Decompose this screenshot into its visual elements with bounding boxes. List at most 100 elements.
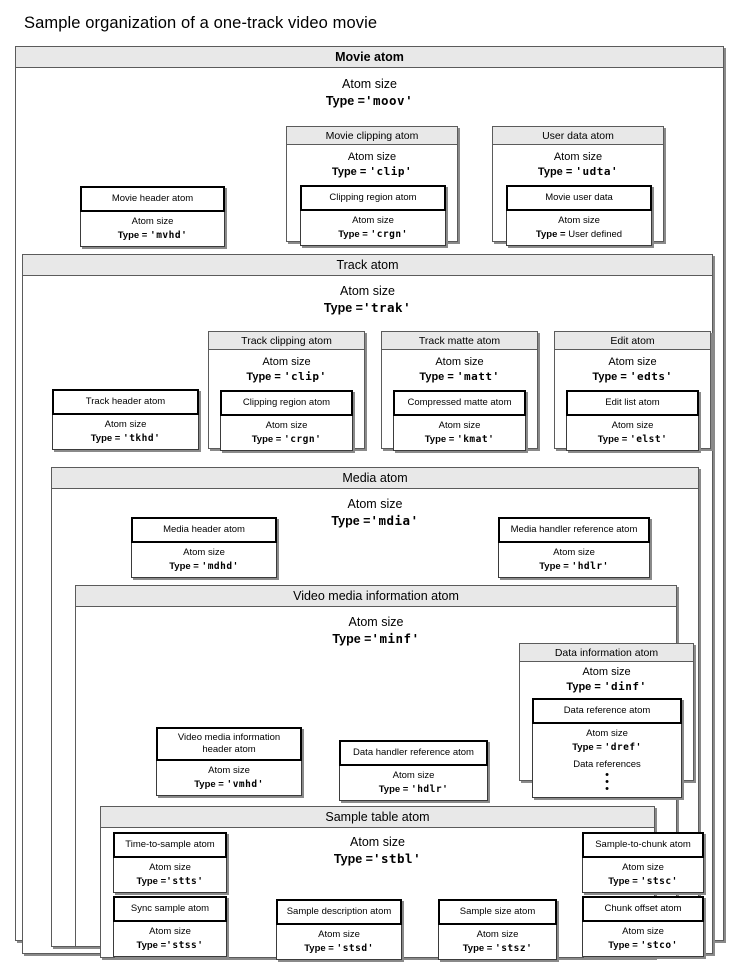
movie-user-data-atom[interactable]: Movie user data Atom size Type = User de…	[506, 185, 652, 246]
sample-description-atom[interactable]: Sample description atom Atom size Type =…	[276, 899, 402, 960]
sample-table-atom-type-value: 'stbl'	[372, 850, 422, 866]
compressed-matte-atom[interactable]: Compressed matte atom Atom size Type = '…	[393, 390, 526, 451]
track-matte-atom-type-value: 'matt'	[456, 369, 500, 383]
vmhd-type-label: Type =	[194, 778, 227, 790]
track-header-atom-title: Track header atom	[52, 389, 199, 415]
track-matte-atom-size: Atom size	[435, 356, 484, 368]
sample-to-chunk-atom-size: Atom size	[622, 862, 664, 873]
track-clipping-atom-type-value: 'clip'	[283, 369, 327, 383]
clipping-region-atom-track-type-label: Type =	[251, 433, 284, 445]
data-handler-reference-atom-size: Atom size	[392, 770, 435, 781]
data-information-atom-size: Atom size	[582, 666, 631, 678]
movie-atom-body: Atom size Type = 'moov' Movie header atom…	[16, 68, 723, 960]
movie-header-atom[interactable]: Movie header atom Atom size Type = 'mvhd…	[80, 186, 225, 247]
sample-size-atom[interactable]: Sample size atom Atom size Type = 'stsz'	[438, 899, 557, 960]
media-header-atom-size: Atom size	[183, 547, 225, 558]
vertical-ellipsis-icon: •••	[605, 768, 609, 795]
data-reference-atom[interactable]: Data reference atom Atom size Type = 'dr…	[532, 698, 682, 798]
clipping-region-atom-movie-size: Atom size	[352, 215, 394, 226]
track-header-atom-type-label: Type =	[90, 432, 123, 444]
sample-description-atom-type-value: 'stsd'	[336, 942, 374, 954]
movie-clipping-atom-sizetype: Atom size Type = 'clip'	[287, 150, 457, 179]
track-matte-atom-type-label: Type =	[419, 370, 457, 383]
track-header-atom[interactable]: Track header atom Atom size Type = 'tkhd…	[52, 389, 199, 450]
sample-size-atom-type-value: 'stsz'	[494, 942, 533, 954]
movie-header-atom-type-label: Type =	[117, 229, 150, 241]
media-handler-reference-atom[interactable]: Media handler reference atom Atom size T…	[498, 517, 650, 578]
video-media-information-header-atom-title: Video media information header atom	[156, 727, 302, 761]
time-to-sample-atom-title: Time-to-sample atom	[113, 832, 227, 858]
clipping-region-atom-movie-type-value: 'crgn'	[370, 228, 408, 240]
vmhd-title-line2: header atom	[202, 744, 256, 755]
sample-description-atom-title: Sample description atom	[276, 899, 402, 925]
time-to-sample-atom[interactable]: Time-to-sample atom Atom size Type ='stt…	[113, 832, 227, 893]
movie-user-data-atom-type-label: Type =	[535, 228, 569, 240]
chunk-offset-atom[interactable]: Chunk offset atom Atom size Type = 'stco…	[582, 896, 704, 957]
edit-list-atom-title: Edit list atom	[566, 390, 699, 416]
time-to-sample-atom-type-label: Type =	[136, 875, 167, 887]
user-data-atom-header: User data atom	[493, 127, 663, 145]
movie-clipping-atom-type-label: Type =	[331, 165, 370, 178]
video-media-information-atom-size: Atom size	[348, 615, 404, 629]
sample-size-atom-size: Atom size	[476, 929, 519, 940]
track-clipping-atom-size: Atom size	[262, 356, 311, 368]
compressed-matte-atom-type-value: 'kmat'	[456, 433, 495, 445]
data-handler-reference-atom-type-value: 'hdlr'	[410, 783, 449, 795]
time-to-sample-atom-size: Atom size	[149, 862, 191, 873]
track-clipping-atom-sizetype: Atom size Type = 'clip'	[209, 355, 364, 384]
edit-atom-sizetype: Atom size Type = 'edts'	[555, 355, 710, 384]
media-handler-reference-atom-type-label: Type =	[539, 560, 572, 572]
media-atom-type-value: 'mdia'	[370, 512, 419, 528]
track-atom-size: Atom size	[340, 284, 395, 298]
data-handler-reference-atom-type-label: Type =	[378, 783, 411, 795]
media-header-atom[interactable]: Media header atom Atom size Type = 'mdhd…	[131, 517, 277, 578]
sample-to-chunk-atom[interactable]: Sample-to-chunk atom Atom size Type = 's…	[582, 832, 704, 893]
clipping-region-atom-track-title: Clipping region atom	[220, 390, 353, 416]
clipping-region-atom-movie-type-label: Type =	[338, 228, 371, 240]
edit-atom-container: Edit atom Atom size Type = 'edts' Edit l…	[554, 331, 711, 451]
track-matte-atom-container: Track matte atom Atom size Type = 'matt'…	[381, 331, 538, 451]
user-data-atom-type-label: Type =	[537, 165, 576, 178]
data-information-atom-type-label: Type =	[566, 680, 604, 693]
media-atom-container: Media atom Atom size Type ='mdia' Media …	[51, 467, 704, 960]
video-media-information-atom-header: Video media information atom	[76, 586, 676, 607]
compressed-matte-atom-type-label: Type =	[424, 433, 457, 445]
track-header-atom-size: Atom size	[104, 419, 147, 430]
movie-header-atom-body: Atom size Type = 'mvhd'	[80, 212, 225, 247]
sample-description-atom-type-label: Type =	[304, 942, 337, 954]
sync-sample-atom-type-value: 'stss'	[166, 939, 204, 951]
sample-table-atom-type-label: Type =	[333, 851, 373, 866]
clipping-region-atom-track-size: Atom size	[265, 420, 308, 431]
sample-to-chunk-atom-type-value: 'stsc'	[640, 875, 678, 887]
edit-list-atom-type-label: Type =	[597, 433, 630, 445]
track-atom-header: Track atom	[23, 255, 712, 276]
movie-atom-type-value: 'moov'	[364, 92, 414, 108]
sample-table-atom-container: Sample table atom Atom size Type ='stbl'	[100, 806, 704, 960]
chunk-offset-atom-size: Atom size	[622, 926, 664, 937]
vmhd-size: Atom size	[208, 765, 250, 776]
user-data-atom-type-value: 'udta'	[575, 164, 619, 178]
chunk-offset-atom-type-value: 'stco'	[640, 939, 678, 951]
video-media-information-atom-container: Video media information atom Atom size T…	[75, 585, 704, 960]
vmhd-title-line1: Video media information	[177, 732, 281, 743]
data-information-atom-header: Data information atom	[520, 644, 693, 662]
user-data-atom-sizetype: Atom size Type = 'udta'	[493, 150, 663, 179]
video-media-information-header-atom[interactable]: Video media information header atom Atom…	[156, 727, 302, 796]
data-handler-reference-atom[interactable]: Data handler reference atom Atom size Ty…	[339, 740, 488, 801]
clipping-region-atom-track[interactable]: Clipping region atom Atom size Type = 'c…	[220, 390, 353, 451]
data-information-atom-type-value: 'dinf'	[603, 679, 647, 693]
compressed-matte-atom-size: Atom size	[438, 420, 481, 431]
clipping-region-atom-track-type-value: 'crgn'	[283, 433, 322, 445]
movie-header-atom-size: Atom size	[131, 216, 174, 227]
movie-atom-size-label: Atom size	[342, 77, 397, 91]
media-header-atom-title: Media header atom	[131, 517, 277, 543]
data-information-atom-container: Data information atom Atom size Type = '…	[519, 643, 694, 798]
time-to-sample-atom-type-value: 'stts'	[166, 875, 204, 887]
clipping-region-atom-movie[interactable]: Clipping region atom Atom size Type = 'c…	[300, 185, 446, 246]
track-atom-container: Track atom Atom size Type ='trak' Track …	[22, 254, 713, 960]
track-atom-sizetype: Atom size Type ='trak'	[23, 283, 712, 316]
sync-sample-atom[interactable]: Sync sample atom Atom size Type ='stss'	[113, 896, 227, 957]
edit-atom-type-label: Type =	[592, 370, 630, 383]
movie-atom-container: Movie atom Atom size Type ='moov' Movie …	[15, 46, 724, 960]
edit-list-atom[interactable]: Edit list atom Atom size Type = 'elst'	[566, 390, 699, 451]
